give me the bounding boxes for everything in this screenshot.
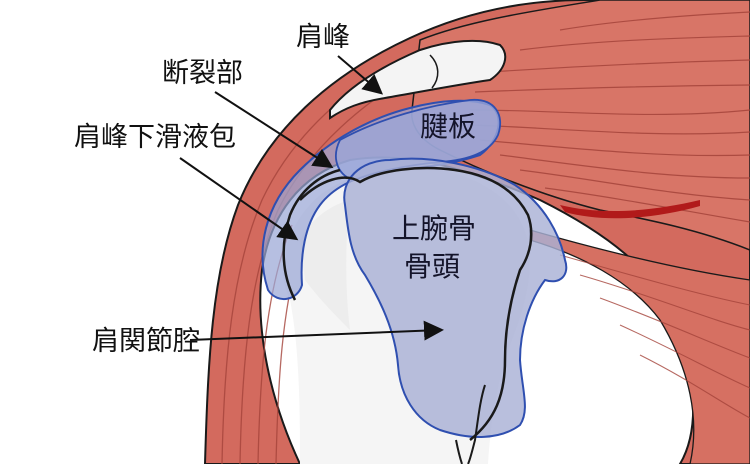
arrow-subacromial-bursa (179, 157, 299, 241)
arrow-tear-site (214, 91, 334, 169)
label-glenohumeral-cavity: 肩関節腔 (92, 326, 200, 357)
label-acromion: 肩峰 (296, 22, 350, 53)
label-humeral-head-2: 骨頭 (404, 250, 460, 283)
arrow-acromion (337, 55, 384, 95)
glenoid-outline (282, 168, 341, 301)
lower-right-muscle (529, 229, 750, 464)
label-subacromial-bursa: 肩峰下滑液包 (74, 122, 236, 153)
humeral-head (343, 157, 568, 438)
humerus-shaft-left (455, 439, 463, 464)
lower-right-fibers (559, 254, 750, 419)
label-tendon-plate: 腱板 (420, 110, 476, 143)
humerus-shaft-right (467, 384, 486, 464)
humerus-outline (299, 166, 533, 441)
arrow-glenohumeral-cavity (189, 320, 444, 341)
acromion-bone (329, 39, 507, 120)
glenoid-region (300, 200, 350, 330)
supraspinatus-fibers (469, 11, 750, 223)
label-tear-site: 断裂部 (162, 58, 243, 89)
blood-vessel (560, 200, 700, 219)
label-humeral-head-1: 上腕骨 (392, 212, 476, 245)
acromion-ridge (429, 54, 439, 89)
